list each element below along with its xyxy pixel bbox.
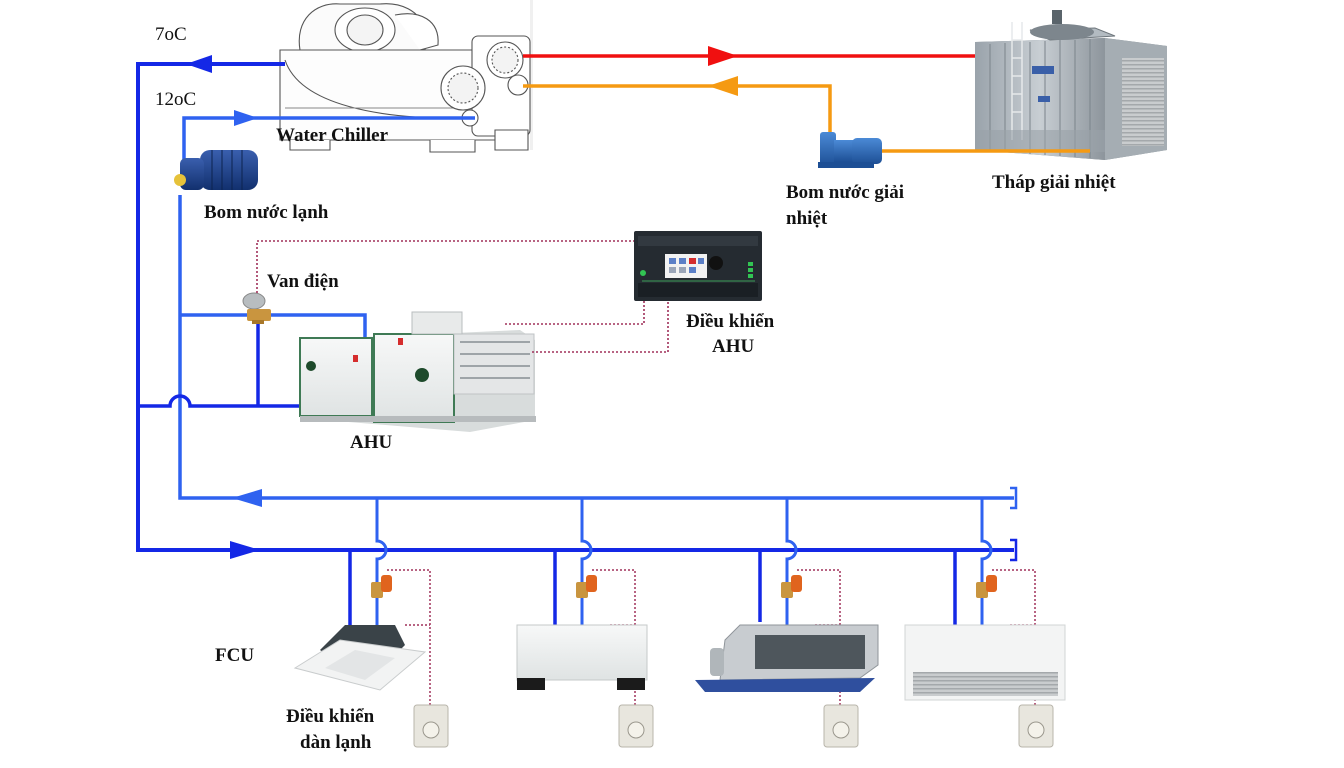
chiller-label: Water Chiller xyxy=(276,125,389,146)
fcu-label: FCU xyxy=(215,645,254,666)
supply-arrow-top xyxy=(186,55,212,73)
fcu-valve-actuator xyxy=(381,575,392,592)
fcu-return-riser xyxy=(375,498,388,625)
thermostat-dial xyxy=(422,721,440,739)
cassette-grille xyxy=(325,650,395,680)
fcu-valve-body xyxy=(976,582,988,598)
fcu-valve-actuator xyxy=(986,575,997,592)
chilled-supply-pipe xyxy=(136,62,1014,552)
return-arrow-top xyxy=(234,110,258,126)
fcu-return-riser xyxy=(580,498,593,625)
condenser-water-pump xyxy=(818,132,882,168)
supply-arrow-bottom xyxy=(230,541,260,559)
ducted-coil xyxy=(755,635,865,669)
fcu-valve-actuator xyxy=(791,575,802,592)
chilled-water-pump xyxy=(174,150,258,190)
fcu-return-riser xyxy=(980,498,993,625)
motorized-valve-ahu xyxy=(242,292,271,324)
fcu-valve-body xyxy=(371,582,383,598)
fcu-branches xyxy=(293,498,1066,748)
fcu-controller-label-line1: Điều khiển xyxy=(286,706,375,727)
valve-label: Van điện xyxy=(267,271,339,292)
floor-unit-foot-right xyxy=(617,678,645,690)
condenser-return-arrow xyxy=(708,76,738,96)
ahu-controller xyxy=(634,231,762,301)
supply-temp-label: 7oC xyxy=(155,24,187,45)
return-arrow-bottom xyxy=(232,489,262,507)
fcu-valve-actuator xyxy=(586,575,597,592)
condenser-water-pipes xyxy=(523,46,1090,153)
thermostat-dial xyxy=(1027,721,1045,739)
thermostat-dial xyxy=(832,721,850,739)
floor-unit-body xyxy=(516,624,648,681)
labels: 7oC 12oC Water Chiller Bom nước lạnh Bom… xyxy=(155,24,1116,753)
ahu-label: AHU xyxy=(350,432,393,453)
ahu-controller-label-line2: AHU xyxy=(712,336,755,357)
ahu-controller-label-line1: Điều khiển xyxy=(686,311,775,332)
fcu-return-riser xyxy=(785,498,798,625)
fcu-controller-label-line2: dàn lạnh xyxy=(300,732,372,753)
cooling-tower-label: Tháp giải nhiệt xyxy=(992,172,1116,193)
ceiling-unit-grille xyxy=(913,672,1058,696)
condenser-pump-label-line1: Bom nước giải xyxy=(786,182,904,203)
fcu-control-wire xyxy=(387,569,431,705)
fcu-branch-ceiling-suspended xyxy=(904,498,1066,748)
ducted-drain-pan xyxy=(695,678,875,692)
chilled-water-pipes xyxy=(136,55,1018,562)
fcu-branch-floor-standing xyxy=(516,498,654,748)
chilled-pump-label: Bom nước lạnh xyxy=(204,202,329,223)
floor-unit-foot-left xyxy=(517,678,545,690)
control-wires-ahu xyxy=(256,240,669,353)
cooling-tower xyxy=(975,10,1167,160)
fcu-branch-ceiling-cassette xyxy=(293,498,449,748)
ahu-unit xyxy=(299,311,536,432)
fcu-branch-ducted-concealed xyxy=(695,498,879,748)
fcu-valve-body xyxy=(781,582,793,598)
return-temp-label: 12oC xyxy=(155,89,196,110)
condenser-return-pipe xyxy=(523,84,832,148)
ducted-motor xyxy=(710,648,724,676)
fcu-valve-body xyxy=(576,582,588,598)
thermostat-dial xyxy=(627,721,645,739)
condenser-pump-label-line2: nhiệt xyxy=(786,208,828,229)
condenser-supply-arrow xyxy=(708,46,738,66)
chilled-return-pipe xyxy=(182,116,475,160)
